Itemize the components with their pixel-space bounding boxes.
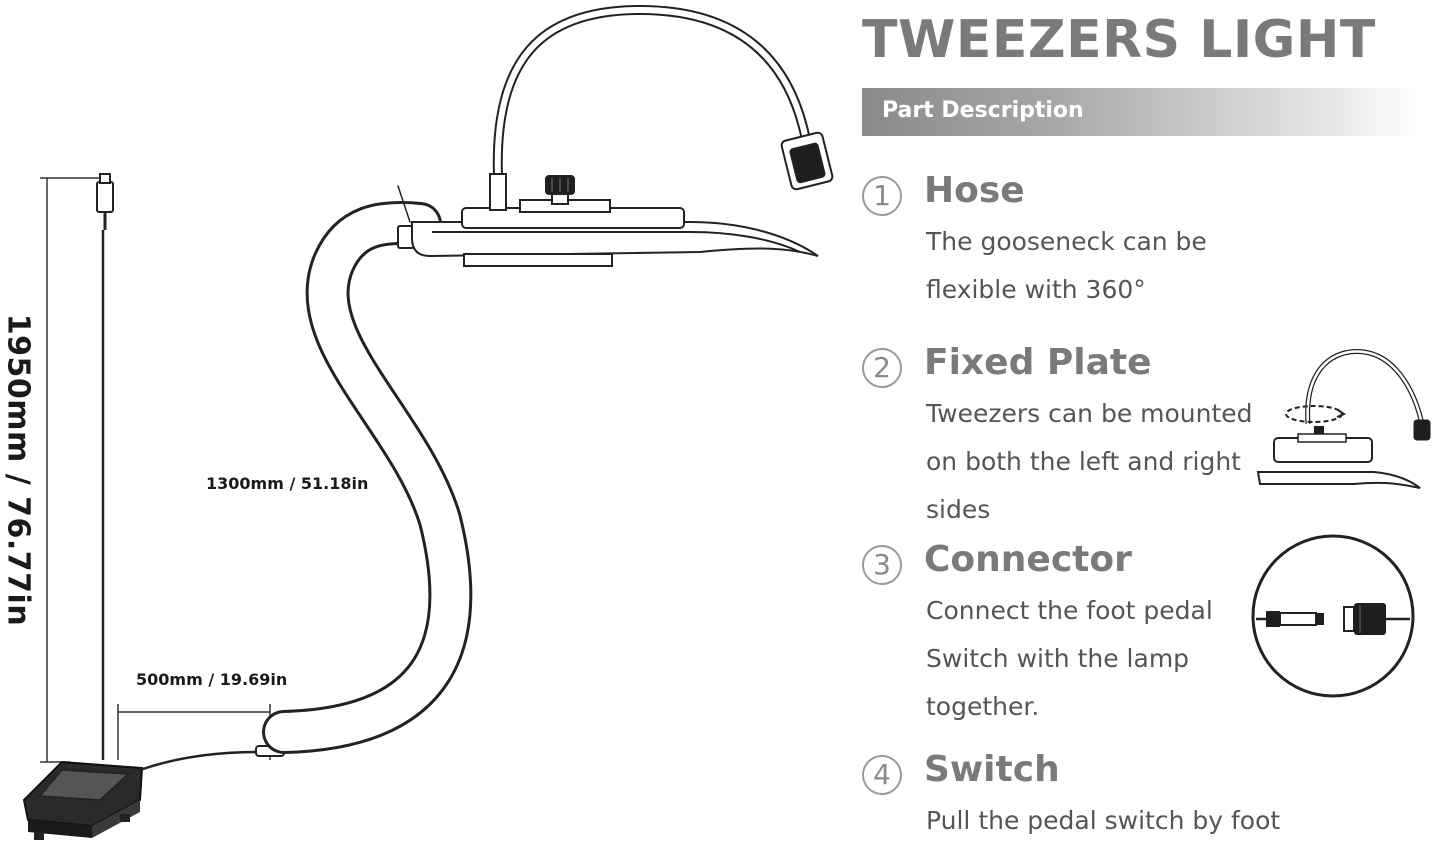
foot-pedal [22,760,144,840]
long-hose [262,185,473,754]
part-name: Connector [924,539,1132,580]
pedal-cable [139,745,285,772]
section-banner-label: Part Description [882,98,1084,123]
usb-cable [96,173,114,760]
part-number-badge: 4 [862,755,902,795]
hose-length-label: 1300mm / 51.18in [206,474,369,493]
part-description: Pull the pedal switch by foot [926,806,1281,835]
part-description: The gooseneck can be flexible with 360° [926,227,1207,304]
section-banner: Part Description [862,88,1418,136]
page-title: TWEEZERS LIGHT [862,10,1376,70]
part-number-badge: 1 [862,176,902,216]
lamp-head [780,131,834,191]
part-number-badge: 2 [862,348,902,388]
part-description: Connect the foot pedal Switch with the l… [926,596,1213,721]
base-length-label: 500mm / 19.69in [136,670,288,689]
connector-thumbnail-icon [1251,534,1415,698]
part-number-badge: 3 [862,545,902,585]
part-name: Switch [924,749,1060,790]
fixed-plate-thumbnail-icon [1256,349,1431,489]
height-dimension-label: 1950mm / 76.77in [0,313,36,627]
gooseneck [489,4,811,211]
lamp-body [397,175,819,267]
part-description: Tweezers can be mounted on both the left… [926,399,1253,524]
height-dimension-line [40,177,100,763]
part-name: Fixed Plate [924,342,1152,383]
lamp-illustration [22,4,834,840]
part-name: Hose [924,170,1025,211]
